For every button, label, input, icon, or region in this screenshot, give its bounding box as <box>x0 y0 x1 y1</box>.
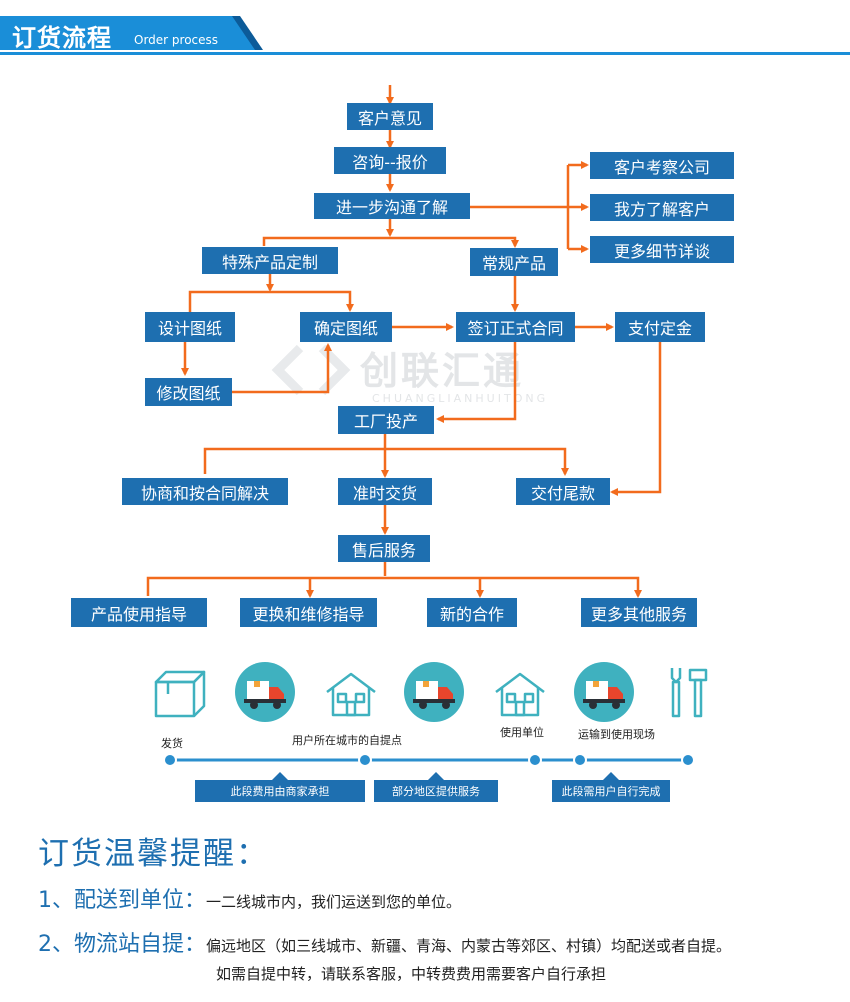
tools-icon <box>670 668 708 718</box>
flow-box-new-cooperation: 新的合作 <box>427 598 517 627</box>
flow-box-regular-product: 常规产品 <box>470 248 558 276</box>
flow-connectors <box>146 85 662 598</box>
tag-partial-service: 部分地区提供服务 <box>374 780 498 802</box>
flow-box-usage-guidance: 产品使用指导 <box>71 598 207 627</box>
tip-note: 如需自提中转，请联系客服，中转费费用需要客户自行承担 <box>216 965 607 983</box>
house-icon <box>326 672 376 717</box>
header-title: 订货流程 <box>12 24 112 52</box>
house-icon <box>495 672 545 717</box>
tip-item-1: 1、配送到单位：一二线城市内，我们运送到您的单位。 <box>38 882 461 914</box>
header-subtitle: Order process <box>134 33 219 47</box>
flow-box-customer-opinion: 客户意见 <box>347 103 433 130</box>
flow-box-customer-visit-company: 客户考察公司 <box>590 152 734 179</box>
tips-title: 订货温馨提醒： <box>38 836 269 872</box>
flow-box-more-details: 更多细节详谈 <box>590 236 734 263</box>
flow-box-further-communication: 进一步沟通了解 <box>314 193 470 219</box>
tag-merchant-cost: 此段费用由商家承担 <box>195 780 365 802</box>
flow-box-on-time-delivery: 准时交货 <box>338 478 432 505</box>
flow-box-design-drawing: 设计图纸 <box>145 312 235 342</box>
logistics-timeline <box>163 753 695 780</box>
truck-icon <box>404 662 464 722</box>
truck-icon <box>574 662 634 722</box>
tip-item-1-body: 一二线城市内，我们运送到您的单位。 <box>206 893 462 911</box>
flow-box-inquiry-quote: 咨询--报价 <box>334 147 446 174</box>
stage-label-pickup-point: 用户所在城市的自提点 <box>292 734 402 747</box>
flow-box-factory-production: 工厂投产 <box>338 406 434 434</box>
flow-box-negotiate-contract: 协商和按合同解决 <box>122 478 288 505</box>
tip-item-2: 2、物流站自提：偏远地区（如三线城市、新疆、青海、内蒙古等郊区、村镇）均配送或者… <box>38 926 731 958</box>
flow-box-after-sales: 售后服务 <box>338 535 430 562</box>
watermark-text-cn: 创联汇通 <box>360 349 525 393</box>
flow-box-confirm-drawing: 确定图纸 <box>300 312 392 342</box>
box-icon <box>154 670 206 718</box>
flow-box-more-services: 更多其他服务 <box>581 598 697 627</box>
flow-box-special-custom: 特殊产品定制 <box>202 247 338 274</box>
truck-icon <box>235 662 295 722</box>
flow-box-we-learn-customer: 我方了解客户 <box>590 194 734 221</box>
header-bar <box>0 16 850 55</box>
flow-box-replace-maintenance: 更换和维修指导 <box>240 598 377 627</box>
watermark-logo <box>271 344 351 396</box>
tag-customer-cost: 此段需用户自行完成 <box>552 780 670 802</box>
tip-item-2-body: 偏远地区（如三线城市、新疆、青海、内蒙古等郊区、村镇）均配送或者自提。 <box>206 937 732 955</box>
flow-box-sign-contract: 签订正式合同 <box>456 312 575 342</box>
flow-box-pay-balance: 交付尾款 <box>516 478 610 505</box>
tip-item-2-head: 2、物流站自提： <box>38 932 206 957</box>
stage-label-to-site: 运输到使用现场 <box>578 728 655 741</box>
stage-label-ship: 发货 <box>161 737 183 750</box>
watermark-text-en: CHUANGLIANHUITONG <box>372 392 549 405</box>
stage-label-user-unit: 使用单位 <box>500 726 544 739</box>
flow-box-pay-deposit: 支付定金 <box>615 312 705 342</box>
tip-item-1-head: 1、配送到单位： <box>38 888 206 913</box>
flow-box-modify-drawing: 修改图纸 <box>145 378 232 406</box>
